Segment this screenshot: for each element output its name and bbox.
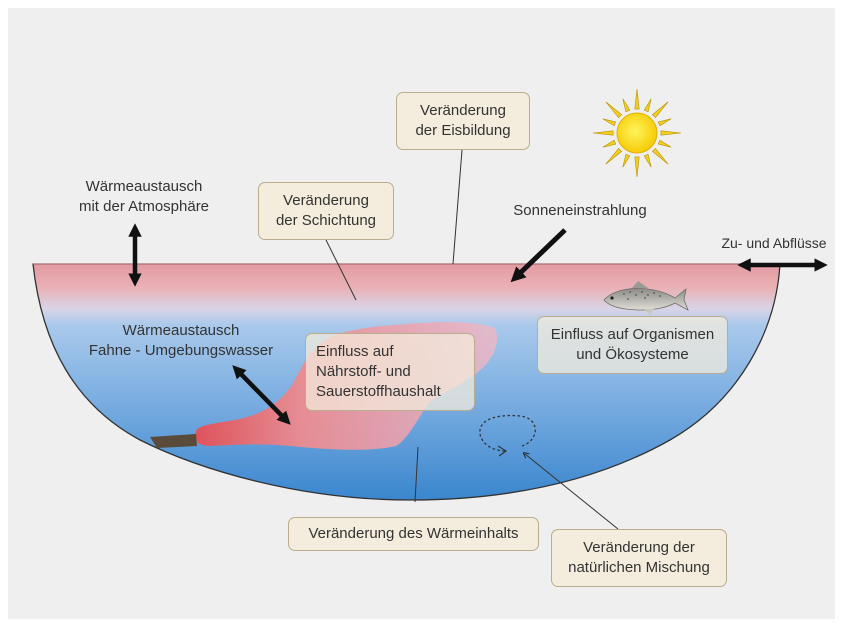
organisms-line2: und Ökosysteme [576, 346, 689, 363]
ice-formation-box: Veränderung der Eisbildung [396, 92, 530, 150]
heat-exchange-atmosphere-line2: mit der Atmosphäre [78, 198, 210, 215]
nutrient-oxygen-line1: Einfluss auf [316, 343, 394, 360]
organisms-box: Einfluss auf Organismen und Ökosysteme [537, 316, 728, 374]
ice-formation-line2: der Eisbildung [415, 122, 511, 139]
organisms-line1: Einfluss auf Organismen [550, 326, 715, 343]
leader-mixing [525, 454, 619, 530]
solar-radiation-label: Sonneneinstrahlung [513, 202, 647, 219]
circular-arrow-icon [479, 414, 536, 452]
natural-mixing-line1: Veränderung der [583, 539, 695, 556]
sun-ray [657, 139, 672, 148]
sun-ray [602, 118, 617, 127]
solar-radiation-arrow [510, 228, 567, 283]
sun-ray [634, 156, 640, 178]
heat-exchange-atmosphere-line1: Wärmeaustausch [85, 178, 203, 195]
sun-ray [622, 153, 631, 168]
sun-ray [657, 118, 672, 127]
stratification-box: Veränderung der Schichtung [258, 182, 394, 240]
sun-icon [592, 88, 682, 178]
leader-stratification [325, 239, 357, 301]
stratification-line2: der Schichtung [275, 212, 377, 229]
nutrient-oxygen-line3: Sauerstoffhaushalt [316, 383, 441, 400]
leader-heat-content [414, 446, 419, 503]
heat-exchange-plume-line1: Wärmeaustausch [122, 322, 240, 339]
sun-ray [605, 101, 623, 119]
sun-ray [651, 101, 669, 119]
sun-ray [622, 98, 631, 113]
sun-ray [660, 130, 682, 136]
heat-content-box: Veränderung des Wärmeinhalts [288, 517, 539, 551]
leader-ice [452, 149, 463, 265]
sun-ray [605, 147, 623, 165]
plume-exchange-arrow [232, 365, 291, 425]
heat-exchange-plume-label: Wärmeaustausch Fahne - Umgebungswasser [70, 321, 292, 361]
discharge-pipe-icon [150, 434, 197, 448]
sun-ray [643, 98, 652, 113]
sun-ray [602, 139, 617, 148]
heat-exchange-atmosphere-label: Wärmeaustausch mit der Atmosphäre [58, 177, 230, 217]
fish-icon [603, 281, 689, 315]
inflow-outflow-label: Zu- und Abflüsse [721, 235, 827, 251]
heat-exchange-plume-line2: Fahne - Umgebungswasser [88, 342, 274, 359]
ice-formation-line1: Veränderung [420, 102, 506, 119]
sun-ray [634, 88, 640, 110]
nutrient-oxygen-line2: Nährstoff- und [316, 363, 411, 380]
sun-ray [592, 130, 614, 136]
natural-mixing-box: Veränderung der natürlichen Mischung [551, 529, 727, 587]
sun-ray [651, 147, 669, 165]
natural-mixing-line2: natürlichen Mischung [568, 559, 710, 576]
stratification-line1: Veränderung [283, 192, 369, 209]
circular-arrow-head [497, 445, 508, 457]
sun-ray [643, 153, 652, 168]
nutrient-oxygen-box: Einfluss auf Nährstoff- und Sauerstoffha… [305, 333, 475, 411]
